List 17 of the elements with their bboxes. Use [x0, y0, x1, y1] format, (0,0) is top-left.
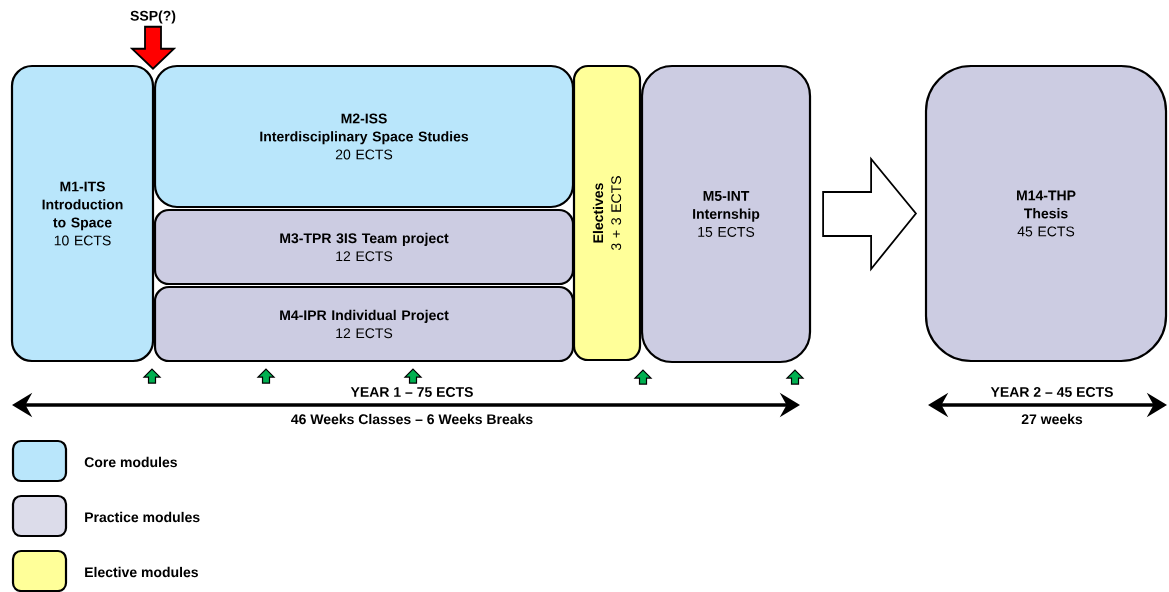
module-box: M5-INT Internship 15 ECTS: [640, 64, 812, 364]
legend-label: Core modules: [84, 456, 177, 468]
module-box: Electives 3 + 3 ECTS: [572, 64, 642, 362]
timeline-label: YEAR 2 – 45 ECTS: [990, 387, 1113, 397]
annotation-text: SSP(?): [130, 10, 176, 24]
legend-label: Practice modules: [85, 511, 200, 523]
module-box: M4-IPR Individual Project 12 ECTS: [153, 285, 575, 363]
module-box: M2-ISS Interdisciplinary Space Studies 20 ECTS: [153, 64, 575, 209]
block-arrow: [822, 156, 918, 272]
module-box: M1-ITS Introduction to Space 10 ECTS: [10, 64, 155, 363]
block-arrow: [129, 25, 177, 70]
timeline-label: YEAR 1 – 75 ECTS: [350, 387, 473, 397]
timeline-label: 46 Weeks Classes – 6 Weeks Breaks: [291, 413, 533, 425]
legend-label: Elective modules: [85, 566, 198, 578]
timeline-label: 27 weeks: [1021, 413, 1083, 425]
module-box: M14-THP Thesis 45 ECTS: [924, 64, 1168, 363]
module-box: M3-TPR 3IS Team project 12 ECTS: [153, 208, 575, 286]
